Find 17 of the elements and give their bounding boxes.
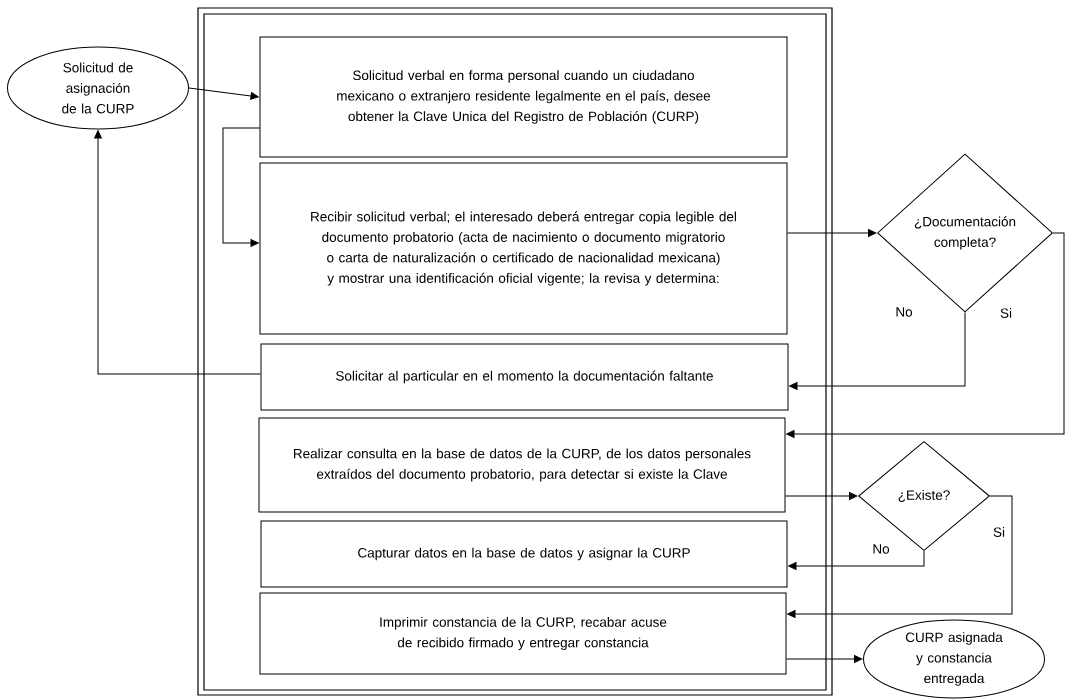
arrow — [787, 229, 877, 237]
arrow — [188, 87, 259, 100]
arrow — [787, 495, 1013, 618]
edge-label: Si — [992, 526, 1006, 538]
process-box: Imprimir constancia de la CURP, recabar acuse de recibido firmado y entregar constancia — [259, 592, 787, 675]
process-box: Solicitud verbal en forma personal cuando un ciudadano mexicano o extranjero residente legalmente en el país, desee obtener la Clave Unica del Registro de Población (CURP) — [259, 36, 788, 158]
process-box: Solicitar al particular en el momento la documentación faltante — [260, 343, 789, 411]
process-box: Recibir solicitud verbal; el interesado deberá entregar copia legible del documento probatorio (acta de nacimiento o documento migratorio o carta de naturalización o certificado de nacionalidad mexicana) y mostrar una identificación oficial vigente; la revisa y determina: — [259, 162, 788, 335]
arrow — [94, 130, 261, 375]
arrow — [222, 127, 260, 247]
arrow — [786, 232, 1065, 438]
arrow — [789, 312, 966, 390]
process-box: Capturar datos en la base de datos y asignar la CURP — [260, 520, 788, 588]
process-box: Realizar consulta en la base de datos de la CURP, de los datos personales extraídos del documento probatorio, para detectar si existe la Clave — [258, 417, 786, 513]
arrow — [785, 492, 858, 500]
arrow — [786, 655, 863, 663]
arrow — [788, 550, 925, 570]
